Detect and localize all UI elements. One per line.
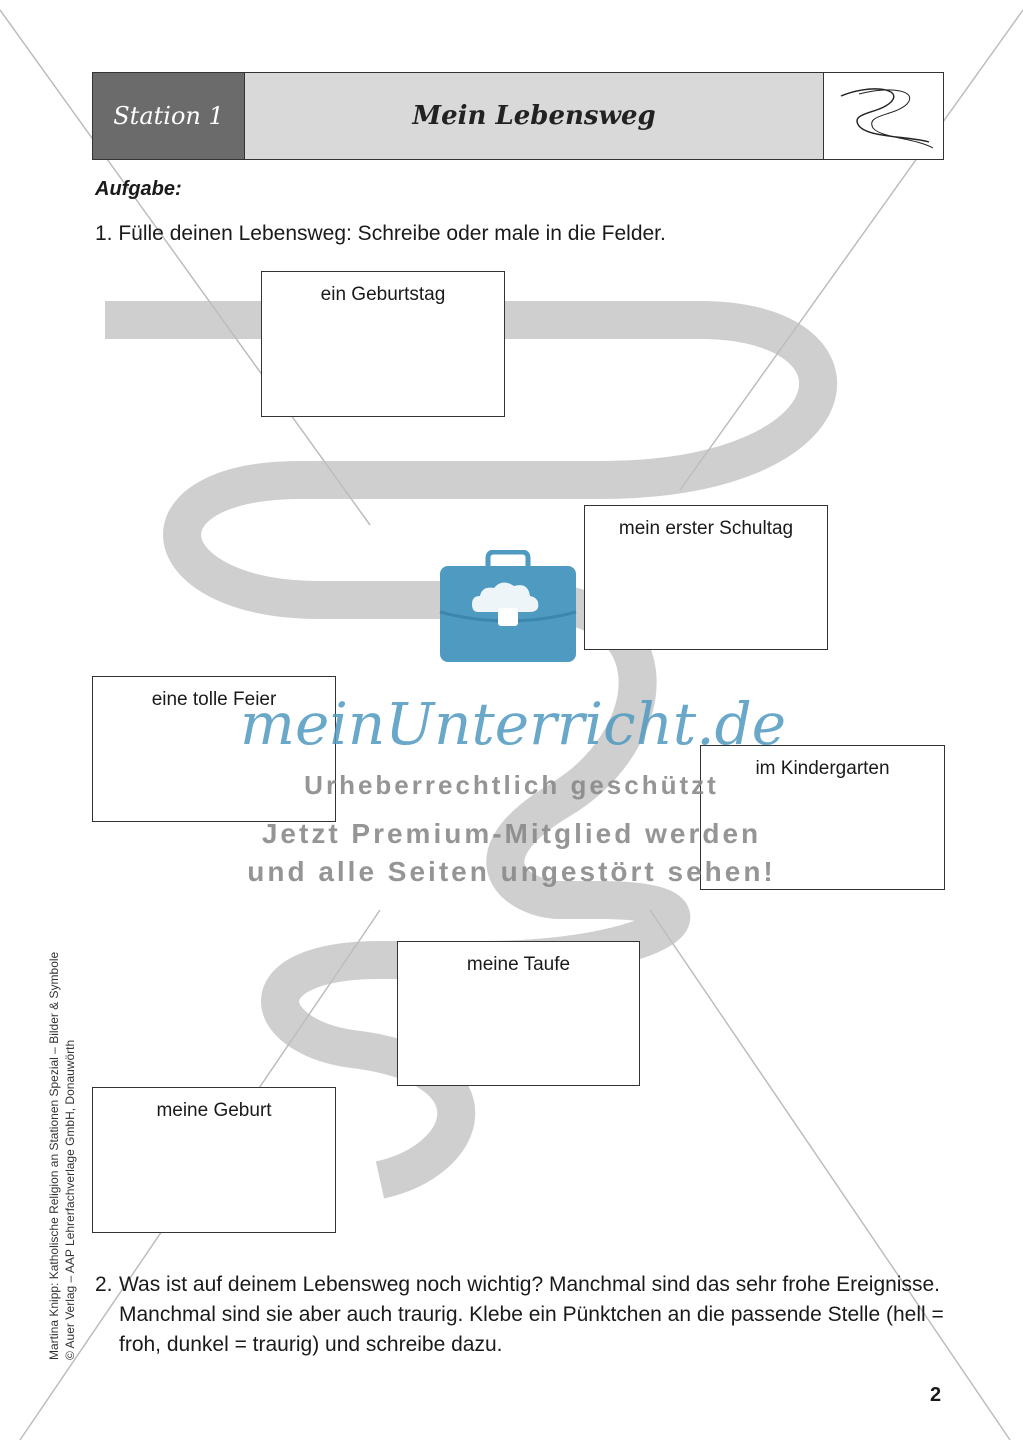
field-kindergarten[interactable]: im Kindergarten bbox=[700, 745, 945, 890]
header-bar: Station 1 Mein Lebensweg bbox=[92, 72, 944, 160]
task-1-text: 1. Fülle deinen Lebensweg: Schreibe oder… bbox=[95, 222, 666, 245]
task-2: 2. Was ist auf deinem Lebensweg noch wic… bbox=[95, 1270, 955, 1360]
page-number: 2 bbox=[930, 1384, 942, 1406]
briefcase-cloud-icon bbox=[439, 550, 577, 662]
watermark-line-3: und alle Seiten ungestört sehen! bbox=[247, 856, 776, 887]
side-credit: Martina Knipp: Katholische Religion an S… bbox=[46, 880, 78, 1360]
path-logo-icon bbox=[823, 73, 943, 159]
station-label: Station 1 bbox=[93, 73, 245, 159]
field-schultag[interactable]: mein erster Schultag bbox=[584, 505, 828, 650]
watermark-brand: meinUnterricht.de bbox=[240, 690, 787, 758]
task-2-text: Was ist auf deinem Lebensweg noch wichti… bbox=[119, 1273, 944, 1356]
watermark-line-1: Urheberrechtlich geschützt bbox=[304, 770, 719, 800]
field-taufe[interactable]: meine Taufe bbox=[397, 941, 640, 1086]
credit-line-1: Martina Knipp: Katholische Religion an S… bbox=[47, 951, 61, 1360]
page-title: Mein Lebensweg bbox=[412, 101, 656, 131]
field-geburtstag[interactable]: ein Geburtstag bbox=[261, 271, 505, 417]
credit-line-2: © Auer Verlag – AAP Lehrerfachverlage Gm… bbox=[63, 1039, 77, 1360]
field-geburt[interactable]: meine Geburt bbox=[92, 1087, 336, 1233]
field-feier[interactable]: eine tolle Feier bbox=[92, 676, 336, 822]
task-heading: Aufgabe: bbox=[95, 178, 182, 200]
watermark-line-2: Jetzt Premium-Mitglied werden bbox=[261, 818, 762, 849]
task-2-number: 2. bbox=[95, 1273, 113, 1296]
